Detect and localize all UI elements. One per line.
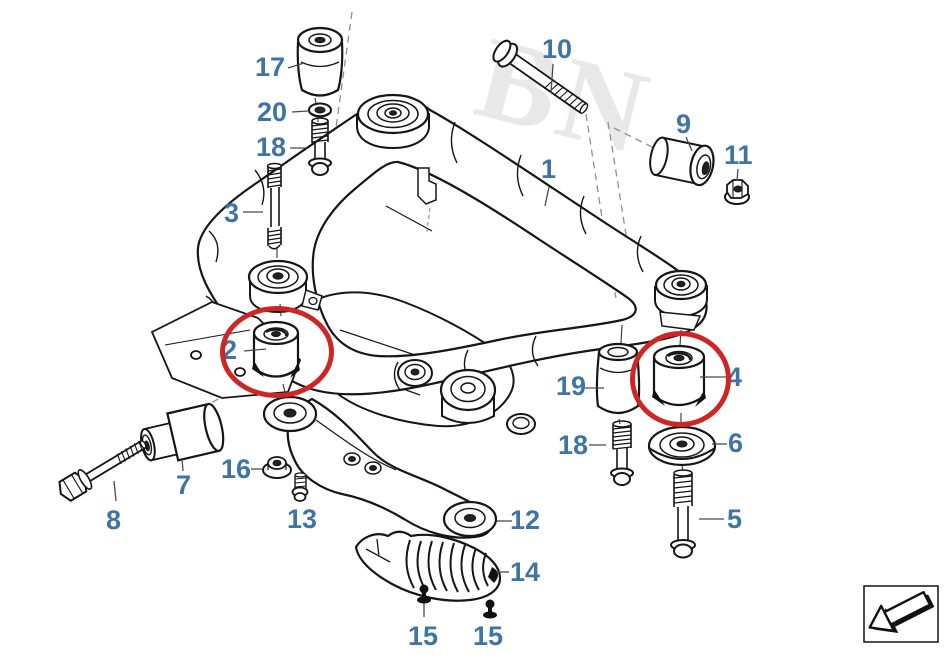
bolt-8	[58, 440, 147, 502]
bolt-18-lower	[610, 420, 634, 486]
stud-3	[266, 162, 283, 250]
part-label-15-right: 15	[473, 621, 504, 651]
bushing-17	[296, 26, 344, 97]
bolt-5	[670, 469, 696, 559]
part-label-18-upper: 18	[256, 132, 287, 162]
nut-11	[724, 179, 750, 205]
part-label-12: 12	[510, 505, 541, 535]
right-mount	[654, 269, 708, 331]
bolt-18-upper	[308, 117, 332, 176]
damper-cup-6	[647, 425, 717, 467]
bolt-10	[492, 39, 589, 114]
part-label-5: 5	[727, 504, 743, 534]
part-label-11: 11	[724, 140, 753, 170]
part-label-18-lower: 18	[558, 430, 589, 460]
part-label-15-left: 15	[408, 621, 439, 651]
part-label-7: 7	[176, 470, 192, 500]
screw-15-right	[483, 599, 497, 619]
part-label-13: 13	[287, 504, 318, 534]
part-label-20: 20	[257, 97, 288, 127]
part-label-9: 9	[676, 109, 692, 139]
part-label-19: 19	[556, 371, 587, 401]
part-label-17: 17	[255, 52, 286, 82]
control-arm	[262, 395, 498, 539]
nut-16	[262, 456, 292, 479]
part-label-6: 6	[728, 428, 744, 458]
part-label-3: 3	[224, 198, 240, 228]
part-label-16: 16	[221, 454, 252, 484]
left-mount	[247, 259, 323, 314]
top-mount	[356, 93, 430, 150]
screw-15-left	[417, 584, 431, 604]
installation-direction-icon	[863, 585, 939, 643]
part-label-14: 14	[510, 557, 541, 587]
part-label-1: 1	[541, 154, 557, 184]
washer-20	[308, 102, 332, 118]
bushing-7	[140, 402, 225, 462]
highlight-circle-part-4	[630, 331, 731, 427]
diff-bushings	[397, 359, 536, 435]
bolt-13	[291, 472, 309, 502]
part-label-10: 10	[542, 34, 573, 64]
highlight-circle-part-2	[220, 306, 334, 398]
part-label-8: 8	[106, 505, 122, 535]
bushing-9	[649, 136, 715, 187]
